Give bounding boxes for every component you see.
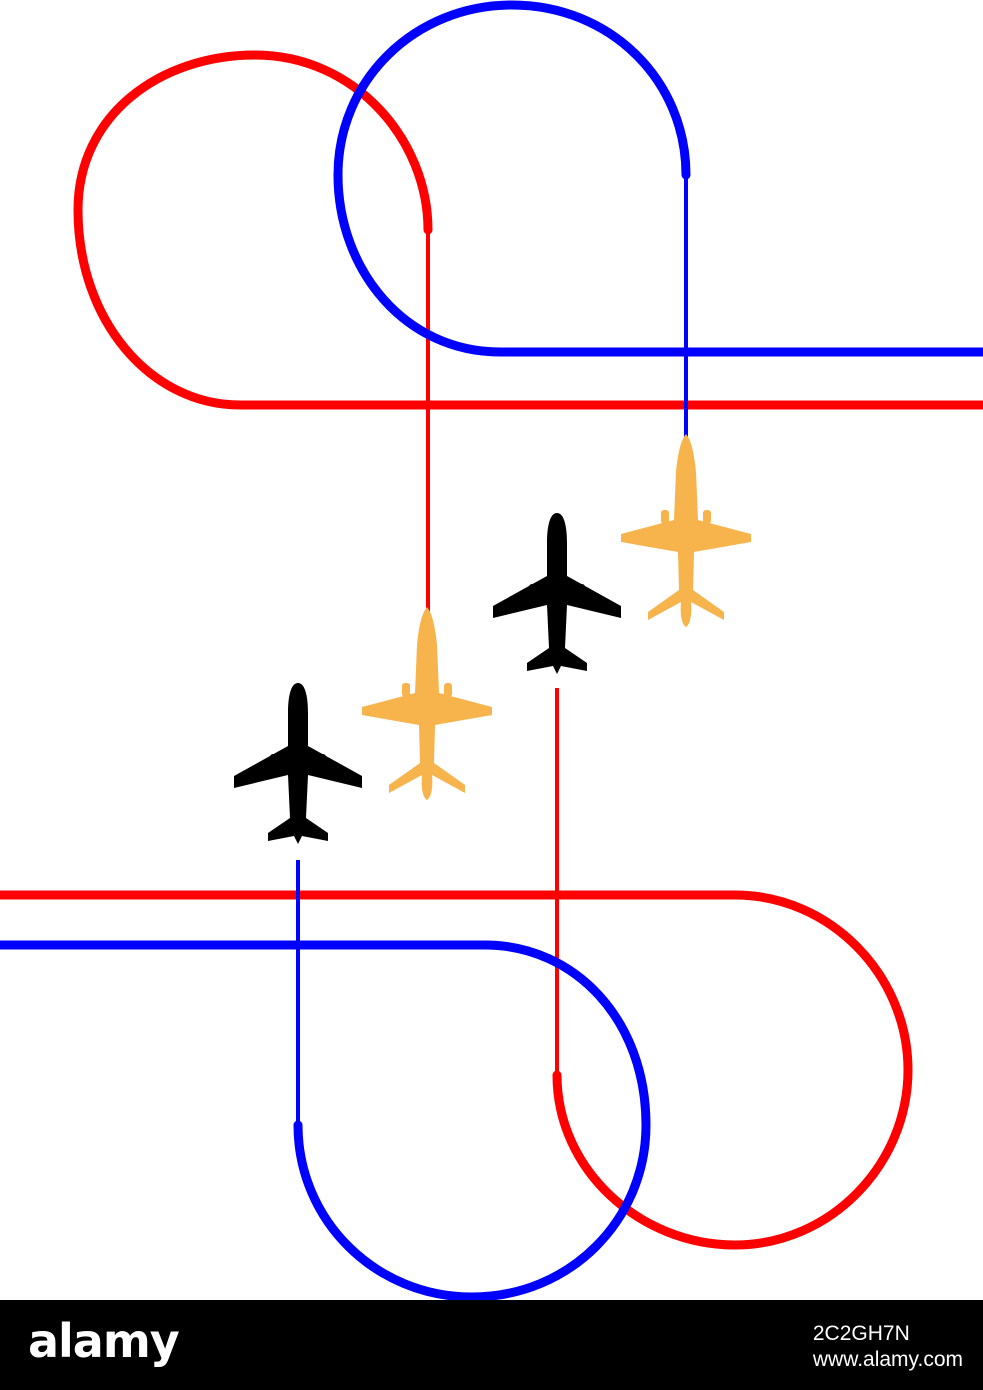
- image-id-block: 2C2GH7N www.alamy.com: [813, 1322, 963, 1372]
- jet-icon: [621, 434, 751, 627]
- watermark-footer: alamy 2C2GH7N www.alamy.com: [0, 1300, 983, 1390]
- red-trail-bottom: [0, 890, 913, 1250]
- site-url: www.alamy.com: [812, 1348, 963, 1371]
- airliner-icon: [234, 683, 362, 844]
- image-id: 2C2GH7N: [812, 1322, 910, 1345]
- red-trail-top: [73, 50, 983, 410]
- jet-icon: [362, 607, 492, 800]
- airliner-icon: [493, 513, 621, 674]
- blue-trail-bottom: [0, 940, 651, 1300]
- blue-trail-top: [333, 0, 983, 357]
- alamy-logo: alamy: [28, 1314, 180, 1368]
- illustration-canvas: [0, 0, 983, 1300]
